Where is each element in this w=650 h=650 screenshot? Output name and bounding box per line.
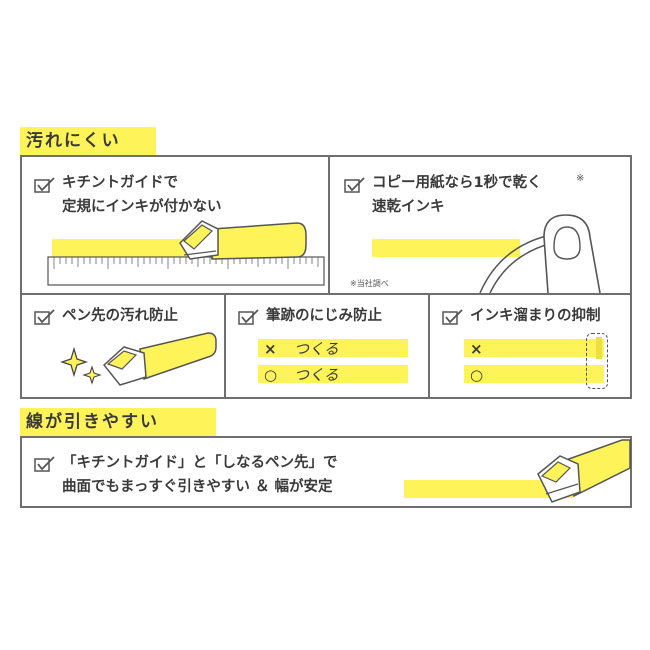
sparkle-icon (59, 346, 102, 385)
ruler-illustration (47, 256, 325, 286)
panel-quickdry-line2: 速乾インキ (372, 199, 445, 215)
checkbox-icon (34, 309, 55, 325)
good-symbol: ○ (470, 366, 484, 384)
highlight-stroke-good (464, 365, 604, 383)
footnote-text: ※当社調べ (350, 279, 389, 288)
checkbox-icon (344, 177, 365, 193)
highlight-stroke-bad (464, 339, 604, 357)
sample-text-bad: つくる (294, 340, 339, 358)
section1-title: 汚れにくい (20, 127, 156, 155)
panel-tip-label: ペン先の汚れ防止 (62, 308, 178, 324)
sample-text-good: つくる (294, 366, 339, 384)
panel-guide-line2: 定規にインキが付かない (62, 199, 222, 215)
panel-pooling-label: インキ溜まりの抑制 (470, 308, 601, 324)
bad-symbol: × (264, 340, 277, 358)
highlight-stroke (404, 480, 574, 498)
panel-tip: ペン先の汚れ防止 (20, 293, 226, 399)
dashed-callout (586, 333, 608, 389)
panel-pooling: インキ溜まりの抑制 × ○ (428, 293, 632, 399)
bad-symbol: × (470, 340, 483, 358)
panel-quickdry-line1: コピー用紙なら1秒で乾く (372, 175, 542, 191)
checkbox-icon (238, 309, 259, 325)
checkbox-icon (34, 177, 55, 193)
pen-tip-illustration (102, 332, 217, 386)
highlight-stroke (372, 239, 520, 257)
highlight-stroke-good (258, 365, 408, 383)
panel-guide-line1: キチントガイドで (62, 175, 178, 191)
panel-bleed: 筆跡のにじみ防止 × ○ つくる つくる (224, 293, 430, 399)
checkbox-icon (442, 309, 463, 325)
panel-drawing-line1: 「キチントガイド」と「しなるペン先」で (62, 455, 338, 471)
panel-quickdry: コピー用紙なら1秒で乾く ※ 速乾インキ ※当社調べ (328, 155, 632, 295)
highlight-stroke (52, 239, 202, 257)
ink-pool-mark (596, 337, 602, 359)
good-symbol: ○ (264, 366, 278, 384)
checkbox-icon (34, 456, 55, 472)
highlight-stroke-bad (258, 339, 408, 357)
panel-drawing: 「キチントガイド」と「しなるペン先」で 曲面でもまっすぐ引きやすい ＆ 幅が安定 (20, 436, 632, 508)
footnote-mark: ※ (576, 173, 585, 184)
panel-bleed-label: 筆跡のにじみ防止 (266, 308, 382, 324)
marker-pen-illustration (179, 220, 307, 260)
panel-drawing-line2: 曲面でもまっすぐ引きやすい ＆ 幅が安定 (62, 479, 333, 495)
panel-guide: キチントガイドで 定規にインキが付かない (20, 155, 330, 295)
marker-pen-illustration (537, 439, 631, 503)
section2-title: 線が引きやすい (20, 408, 216, 436)
finger-illustration (479, 214, 601, 294)
